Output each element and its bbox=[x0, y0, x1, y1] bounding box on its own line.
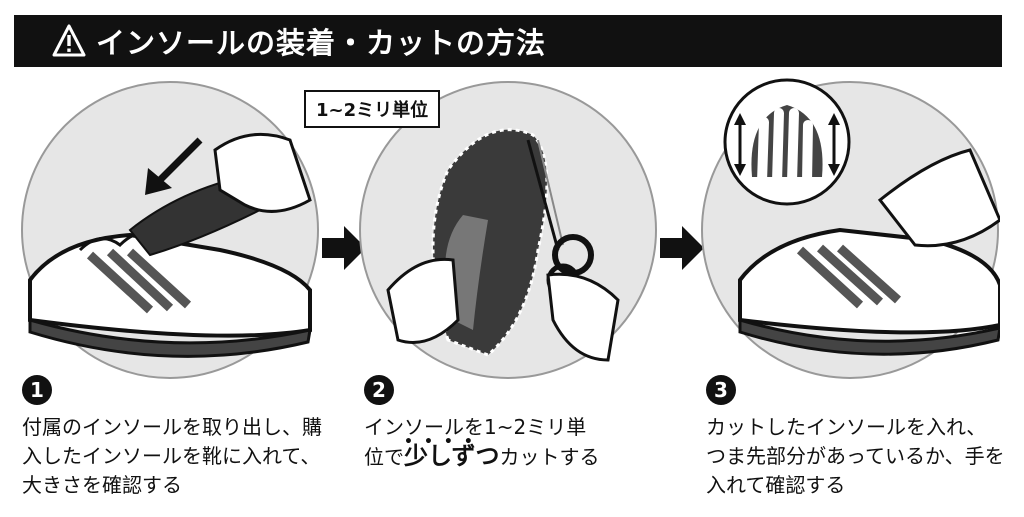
step-number: 3 bbox=[706, 375, 736, 405]
step-number: 2 bbox=[364, 375, 394, 405]
title-banner: インソールの装着・カットの方法 bbox=[14, 15, 1002, 67]
step-3-text: カットしたインソールを入れ、つま先部分があっているか、手を入れて確認する bbox=[706, 415, 1005, 497]
emphasis-text: ••••少しずつ bbox=[404, 434, 500, 470]
cut-unit-badge: 1~2ミリ単位 bbox=[304, 90, 441, 128]
step-3: 3 カットしたインソールを入れ、つま先部分があっているか、手を入れて確認する bbox=[706, 375, 1006, 500]
hand-illustration bbox=[386, 257, 620, 362]
step-number: 1 bbox=[22, 375, 52, 405]
step-1-text: 付属のインソールを取り出し、購入したインソールを靴に入れて、大きさを確認する bbox=[22, 415, 322, 497]
next-arrow-icon bbox=[660, 226, 704, 270]
step-2: 2 インソールを1~2ミリ単 位で••••少しずつカットする bbox=[364, 375, 664, 472]
shoe-illustration bbox=[28, 232, 312, 358]
illustration-step-2 bbox=[358, 80, 658, 380]
toe-check-inset bbox=[722, 77, 852, 207]
illustration-step-3 bbox=[700, 77, 1002, 380]
warning-triangle-icon bbox=[52, 24, 86, 57]
page-title: インソールの装着・カットの方法 bbox=[96, 26, 547, 60]
insert-arrow-icon bbox=[145, 137, 203, 195]
step-2-text: インソールを1~2ミリ単 bbox=[364, 415, 587, 439]
hand-illustration bbox=[877, 148, 1002, 248]
next-arrow-icon bbox=[322, 226, 366, 270]
hand-illustration bbox=[213, 132, 312, 213]
step-1: 1 付属のインソールを取り出し、購入したインソールを靴に入れて、大きさを確認する bbox=[22, 375, 322, 500]
step-2-text-line2: 位で••••少しずつカットする bbox=[364, 434, 600, 470]
shoe-illustration bbox=[738, 227, 1002, 356]
illustration-step-1 bbox=[20, 80, 320, 380]
fit-arrow-icon bbox=[734, 113, 840, 176]
